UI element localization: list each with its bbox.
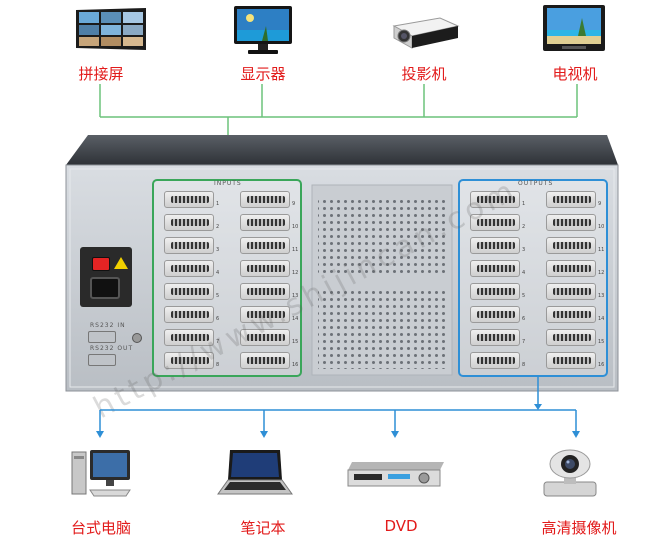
bottom-label-camera: 高清摄像机 bbox=[541, 519, 617, 537]
bottom-label-desktop: 台式电脑 bbox=[70, 519, 131, 537]
rs232-in-label: RS232 IN bbox=[90, 322, 126, 329]
output-port-number: 14 bbox=[598, 316, 605, 322]
tv-icon bbox=[542, 4, 606, 52]
input-port[interactable] bbox=[240, 306, 290, 323]
output-port[interactable] bbox=[546, 283, 596, 300]
bottom-label-dvd: DVD bbox=[384, 517, 418, 535]
input-port-number: 16 bbox=[292, 362, 299, 368]
projector-icon bbox=[390, 12, 460, 52]
output-port[interactable] bbox=[546, 260, 596, 277]
input-port-number: 11 bbox=[292, 247, 299, 253]
rs232-out-label: RS232 OUT bbox=[90, 345, 134, 352]
output-port-number: 12 bbox=[598, 270, 605, 276]
warning-icon bbox=[114, 257, 128, 269]
video-wall-icon bbox=[72, 8, 150, 52]
output-port[interactable] bbox=[546, 191, 596, 208]
top-label-tv: 电视机 bbox=[552, 65, 598, 83]
output-port-number: 8 bbox=[522, 362, 526, 368]
input-port-number: 2 bbox=[216, 224, 220, 230]
input-port[interactable] bbox=[240, 237, 290, 254]
input-port[interactable] bbox=[164, 214, 214, 231]
input-port[interactable] bbox=[240, 214, 290, 231]
output-port-number: 10 bbox=[598, 224, 605, 230]
input-port-number: 10 bbox=[292, 224, 299, 230]
input-port-number: 4 bbox=[216, 270, 220, 276]
ground-screw-icon bbox=[132, 333, 142, 343]
input-port[interactable] bbox=[240, 329, 290, 346]
top-label-projector: 投影机 bbox=[401, 65, 447, 83]
hd-camera-icon bbox=[538, 444, 602, 500]
input-port-number: 5 bbox=[216, 293, 220, 299]
output-port[interactable] bbox=[546, 329, 596, 346]
input-port[interactable] bbox=[164, 260, 214, 277]
output-port[interactable] bbox=[546, 306, 596, 323]
output-port-number: 11 bbox=[598, 247, 605, 253]
input-port-number: 7 bbox=[216, 339, 220, 345]
output-port[interactable] bbox=[470, 352, 520, 369]
output-port[interactable] bbox=[470, 214, 520, 231]
output-port[interactable] bbox=[470, 283, 520, 300]
input-port-number: 1 bbox=[216, 201, 220, 207]
outputs-label: OUTPUTS bbox=[518, 180, 554, 187]
rs232-in-port[interactable] bbox=[88, 331, 116, 343]
power-socket bbox=[90, 277, 120, 299]
input-port[interactable] bbox=[164, 191, 214, 208]
output-port-number: 16 bbox=[598, 362, 605, 368]
input-port[interactable] bbox=[240, 191, 290, 208]
input-port[interactable] bbox=[164, 283, 214, 300]
input-port-number: 14 bbox=[292, 316, 299, 322]
input-port[interactable] bbox=[240, 283, 290, 300]
power-switch[interactable] bbox=[92, 257, 110, 271]
input-port[interactable] bbox=[240, 352, 290, 369]
output-port[interactable] bbox=[470, 329, 520, 346]
output-port-number: 4 bbox=[522, 270, 526, 276]
output-port-number: 3 bbox=[522, 247, 526, 253]
power-module bbox=[80, 247, 132, 307]
bottom-label-laptop: 笔记本 bbox=[240, 519, 286, 537]
output-port-number: 9 bbox=[598, 201, 602, 207]
output-port[interactable] bbox=[546, 214, 596, 231]
output-port-number: 2 bbox=[522, 224, 526, 230]
laptop-icon bbox=[216, 446, 294, 498]
input-port-number: 9 bbox=[292, 201, 296, 207]
input-port[interactable] bbox=[164, 329, 214, 346]
output-port[interactable] bbox=[470, 237, 520, 254]
monitor-icon bbox=[232, 4, 294, 56]
inputs-label: INPUTS bbox=[214, 180, 242, 187]
output-port-number: 15 bbox=[598, 339, 605, 345]
input-port[interactable] bbox=[164, 306, 214, 323]
output-port-number: 7 bbox=[522, 339, 526, 345]
output-port[interactable] bbox=[546, 237, 596, 254]
input-port-number: 8 bbox=[216, 362, 220, 368]
top-label-video-wall: 拼接屏 bbox=[78, 65, 124, 83]
input-port[interactable] bbox=[164, 352, 214, 369]
output-port[interactable] bbox=[470, 260, 520, 277]
input-port-number: 15 bbox=[292, 339, 299, 345]
input-port-number: 13 bbox=[292, 293, 299, 299]
input-port-number: 12 bbox=[292, 270, 299, 276]
rs232-out-port[interactable] bbox=[88, 354, 116, 366]
dvd-player-icon bbox=[346, 460, 446, 490]
output-port-number: 13 bbox=[598, 293, 605, 299]
desktop-pc-icon bbox=[70, 446, 134, 498]
output-port-number: 5 bbox=[522, 293, 526, 299]
output-port-number: 6 bbox=[522, 316, 526, 322]
output-port-number: 1 bbox=[522, 201, 526, 207]
output-connector-lines bbox=[96, 377, 580, 438]
input-port[interactable] bbox=[164, 237, 214, 254]
output-port[interactable] bbox=[470, 306, 520, 323]
input-port[interactable] bbox=[240, 260, 290, 277]
output-port[interactable] bbox=[470, 191, 520, 208]
output-port[interactable] bbox=[546, 352, 596, 369]
input-port-number: 3 bbox=[216, 247, 220, 253]
input-port-number: 6 bbox=[216, 316, 220, 322]
top-label-monitor: 显示器 bbox=[240, 65, 286, 83]
